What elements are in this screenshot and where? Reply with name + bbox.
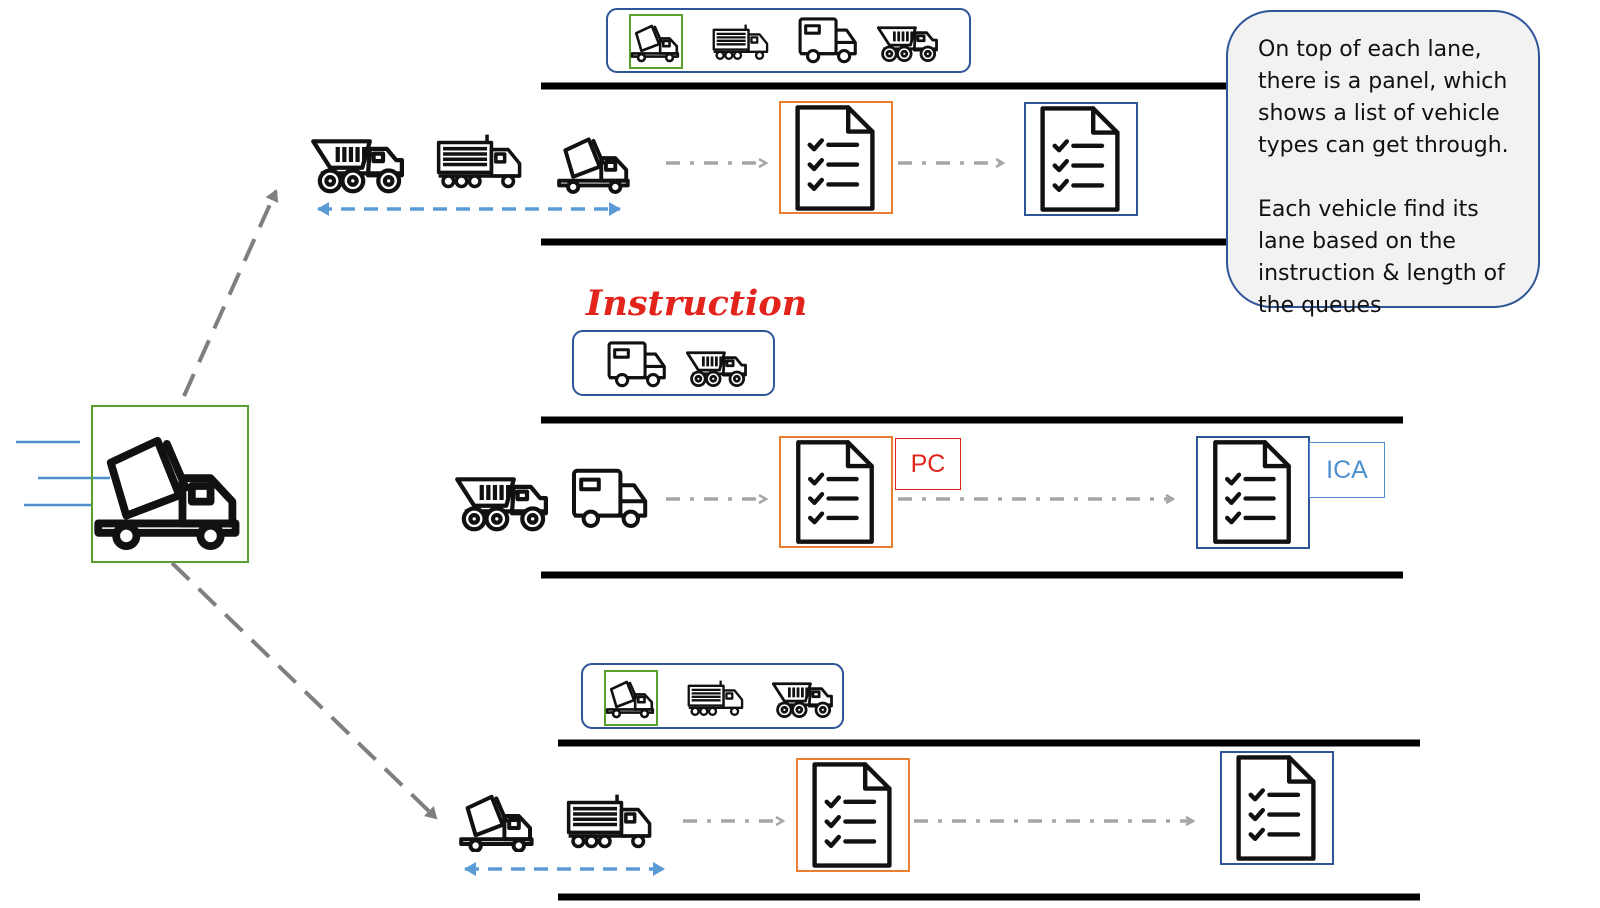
delivery-van-icon xyxy=(574,471,645,526)
route-arrow-down xyxy=(170,561,438,820)
info-callout: On top of each lane, there is a panel, w… xyxy=(1226,10,1540,318)
instruction-panel xyxy=(572,330,775,396)
lane-1-panel xyxy=(606,8,971,73)
lane-2-queue xyxy=(457,471,645,529)
callout-paragraph-2: Each vehicle find its lane based on the … xyxy=(1258,197,1505,318)
lane-2 xyxy=(457,416,1403,579)
highlight-frame xyxy=(629,14,683,69)
route-arrow-up xyxy=(182,189,279,397)
box-truck-icon xyxy=(566,792,652,849)
dump-truck-icon xyxy=(313,141,402,191)
lane-3 xyxy=(459,663,1420,901)
cement-mixer-icon xyxy=(459,794,534,852)
cement-mixer-icon xyxy=(98,441,235,546)
callout-paragraph-1: On top of each lane, there is a panel, w… xyxy=(1258,37,1509,158)
highlight-frame xyxy=(604,670,658,726)
box-truck-icon xyxy=(436,132,522,189)
pc-tag: PC xyxy=(895,438,961,490)
ica-tag: ICA xyxy=(1309,442,1385,498)
dump-truck-icon xyxy=(457,479,546,529)
incoming-vehicle xyxy=(16,405,249,563)
lane-1-queue xyxy=(313,132,630,194)
cement-mixer-icon xyxy=(557,137,630,194)
instruction-title: Instruction xyxy=(586,283,808,324)
lane-3-queue xyxy=(459,792,652,852)
highlight-frame xyxy=(91,405,249,563)
lane-3-panel xyxy=(581,663,844,729)
lane-1 xyxy=(313,8,1230,246)
